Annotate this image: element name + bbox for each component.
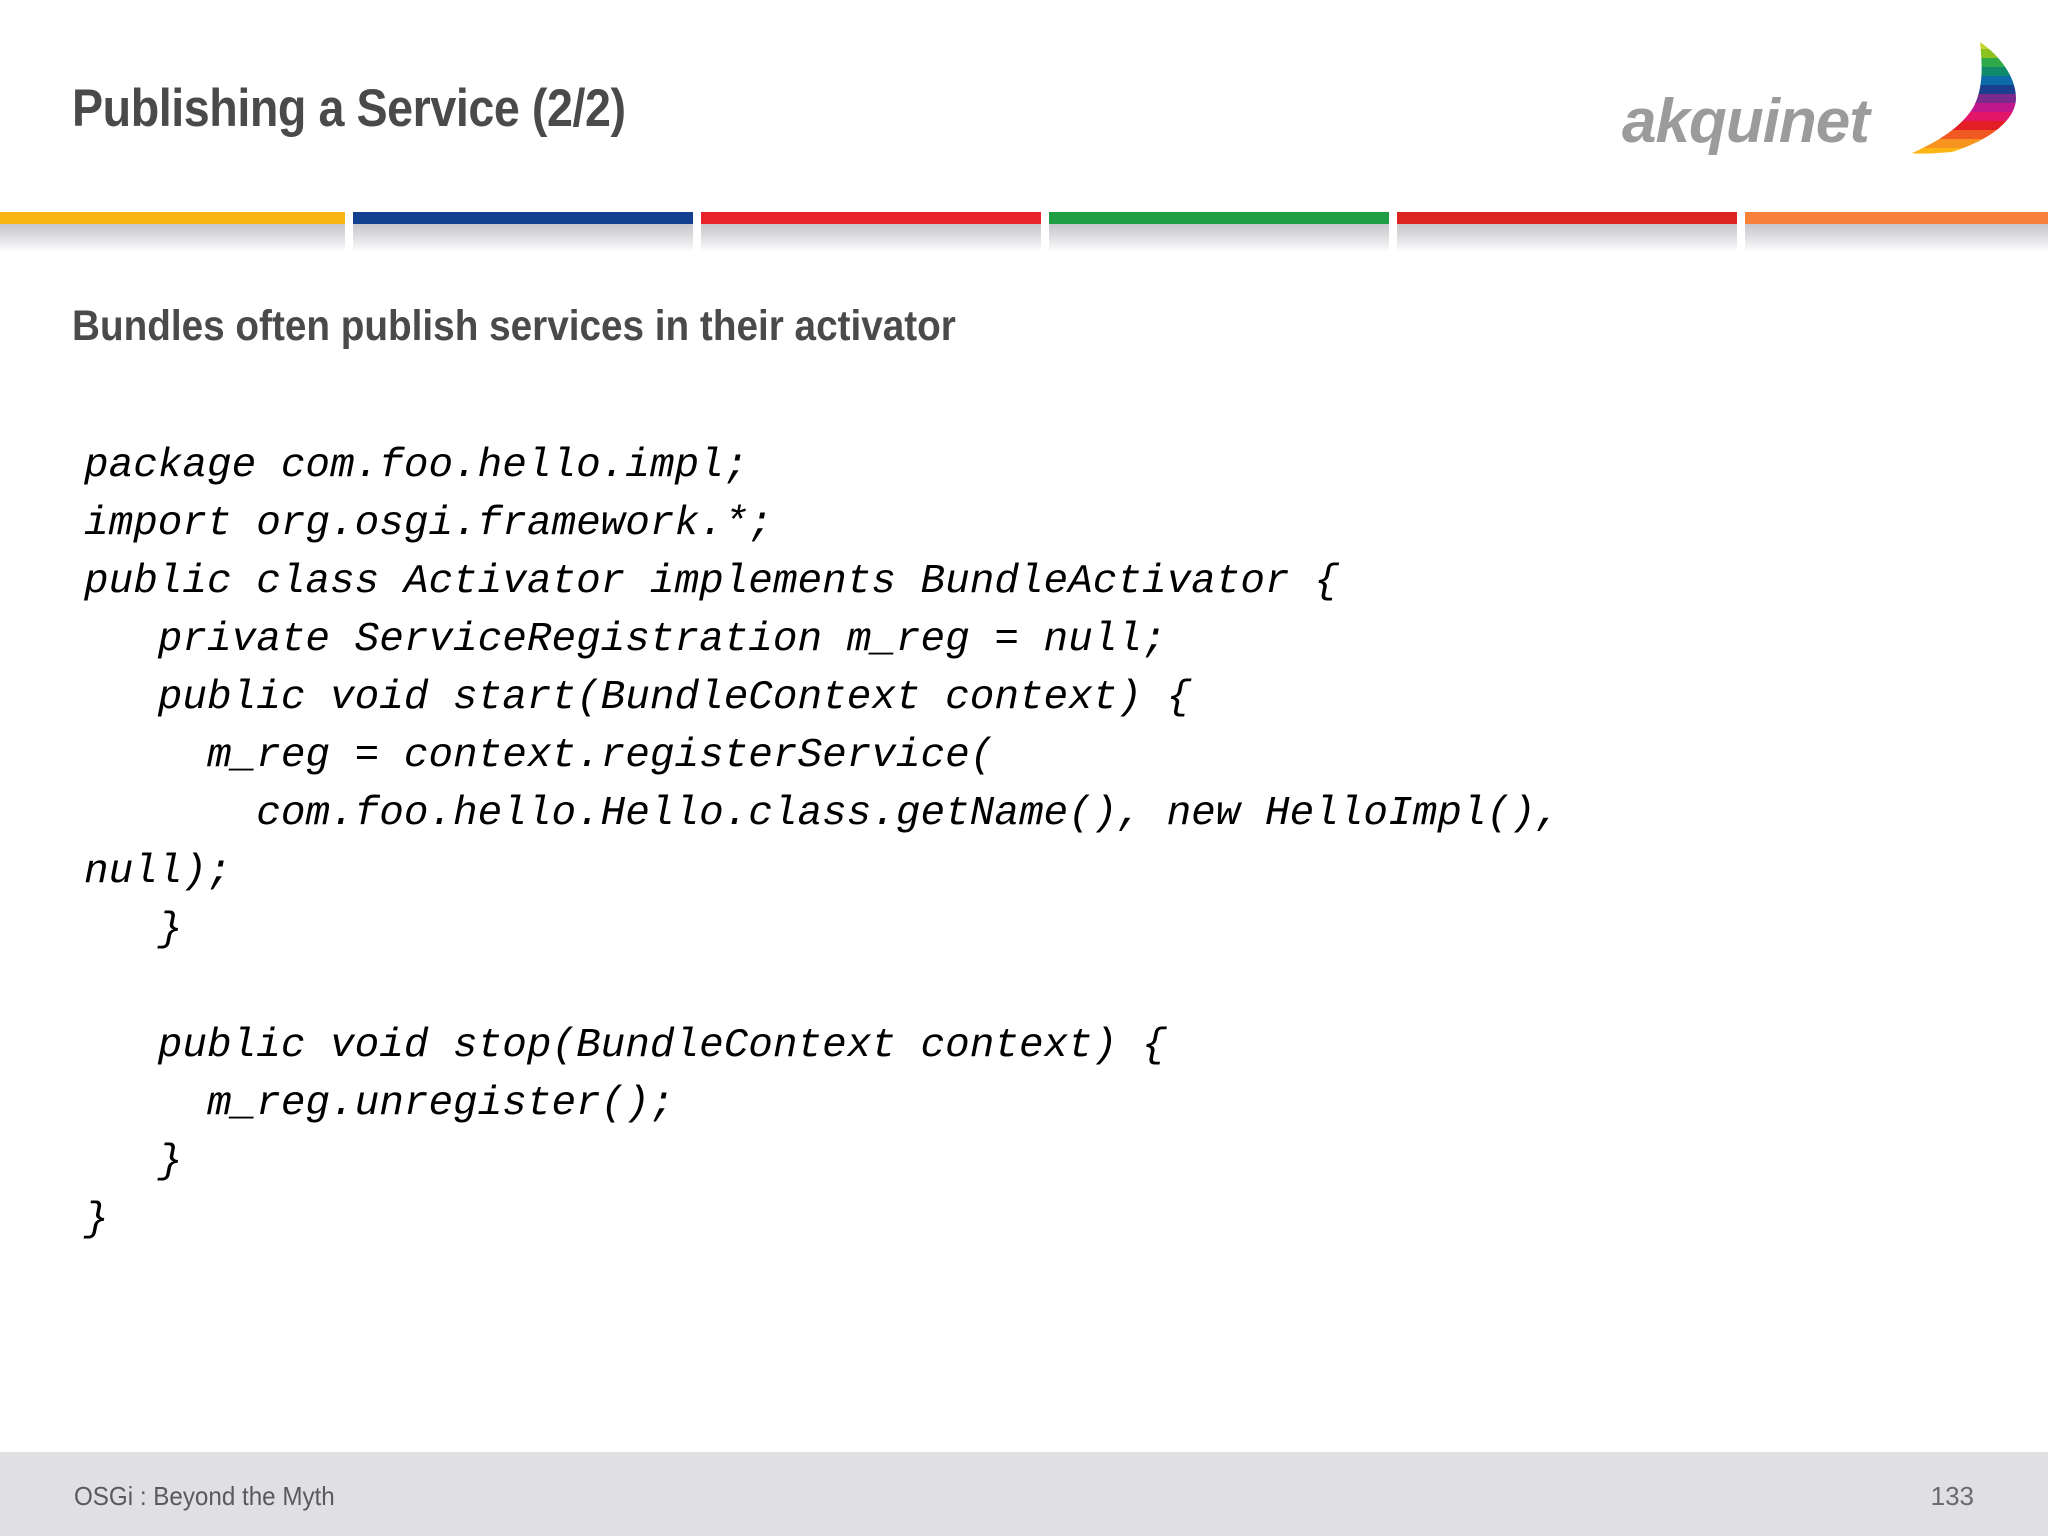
code-line: } — [84, 1139, 183, 1185]
code-line: private ServiceRegistration m_reg = null… — [84, 617, 1167, 663]
page-title: Publishing a Service (2/2) — [72, 79, 626, 138]
code-line: m_reg.unregister(); — [84, 1081, 675, 1127]
divider-segment-red-2 — [1397, 212, 1737, 224]
slide-header: Publishing a Service (2/2) akquinet — [0, 0, 2048, 212]
divider-segment-gap — [693, 224, 701, 252]
divider-segment-gap — [345, 224, 353, 252]
slide-body: Bundles often publish services in their … — [0, 252, 2048, 1452]
divider-segment-orange — [1745, 212, 2048, 224]
akquinet-swoosh-icon — [1912, 42, 2016, 154]
code-line: public class Activator implements Bundle… — [84, 559, 1339, 605]
slide-footer: OSGi : Beyond the Myth 133 — [0, 1452, 2048, 1536]
code-line: com.foo.hello.Hello.class.getName(), new… — [84, 791, 1561, 837]
divider-segment-green — [1049, 212, 1389, 224]
code-line: } — [84, 1197, 109, 1243]
code-block: package com.foo.hello.impl; import org.os… — [84, 437, 2014, 1249]
divider-segment-gap — [1389, 224, 1397, 252]
code-line: public void stop(BundleContext context) … — [84, 1023, 1167, 1069]
divider-segment-gap — [1737, 224, 1745, 252]
page-number: 133 — [1930, 1481, 1974, 1511]
code-line — [84, 959, 2014, 1017]
code-line: public void start(BundleContext context)… — [84, 675, 1192, 721]
code-line: package com.foo.hello.impl; — [84, 443, 749, 489]
divider-bar — [0, 212, 2048, 252]
slide-subtitle: Bundles often publish services in their … — [72, 302, 956, 350]
brand-logo: akquinet — [1622, 40, 2022, 156]
code-line: m_reg = context.registerService( — [84, 733, 995, 779]
divider-segment-red — [701, 212, 1041, 224]
footer-title: OSGi : Beyond the Myth — [74, 1481, 335, 1511]
divider-segment-gap — [1041, 224, 1049, 252]
divider-segment-yellow — [0, 212, 345, 224]
code-line: } — [84, 907, 183, 953]
divider-shadow — [0, 224, 2048, 252]
code-line: null); — [84, 849, 232, 895]
code-line: import org.osgi.framework.*; — [84, 501, 773, 547]
divider-segment-blue — [353, 212, 693, 224]
brand-wordmark: akquinet — [1622, 87, 1870, 156]
